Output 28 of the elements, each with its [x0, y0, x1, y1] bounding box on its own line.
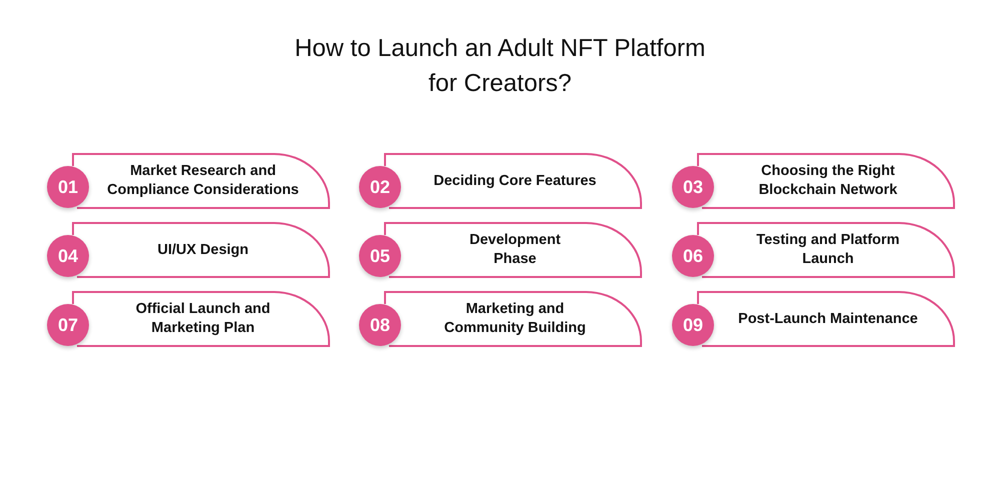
step-title: Testing and Platform Launch [755, 231, 901, 269]
step-title: Deciding Core Features [434, 172, 596, 190]
step-title: Development Phase [468, 231, 562, 269]
step-number-badge: 06 [672, 235, 714, 277]
step-card [359, 291, 642, 347]
step-card [47, 153, 330, 209]
step-number-badge: 05 [359, 235, 401, 277]
step-number-badge: 01 [47, 166, 89, 208]
step-number-badge: 04 [47, 235, 89, 277]
step-title: Official Launch and Marketing Plan [134, 300, 272, 338]
step-card [672, 291, 955, 347]
step-card [47, 222, 330, 278]
step-title: Marketing and Community Building [443, 300, 587, 338]
step-card [359, 222, 642, 278]
step-number-badge: 09 [672, 304, 714, 346]
step-number-badge: 02 [359, 166, 401, 208]
step-card [359, 153, 642, 209]
step-card [672, 222, 955, 278]
step-title: Choosing the Right Blockchain Network [758, 162, 898, 200]
step-title: Market Research and Compliance Considerations [106, 162, 300, 200]
step-title: Post-Launch Maintenance [738, 310, 918, 328]
step-card [672, 153, 955, 209]
step-card [47, 291, 330, 347]
step-number-badge: 07 [47, 304, 89, 346]
step-number-badge: 03 [672, 166, 714, 208]
step-title: UI/UX Design [157, 240, 249, 260]
diagram-title: How to Launch an Adult NFT Platform for Creators? [294, 34, 706, 99]
step-number-badge: 08 [359, 304, 401, 346]
